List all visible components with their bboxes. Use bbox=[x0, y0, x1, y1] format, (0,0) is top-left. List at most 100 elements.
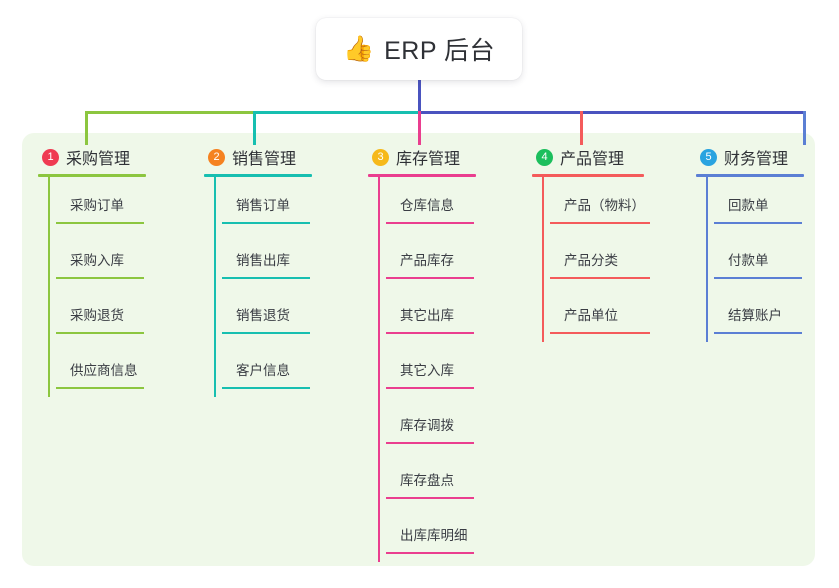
branch-item-label: 库存盘点 bbox=[400, 473, 454, 488]
branch-column-3: 3 库存管理仓库信息产品库存其它出库其它入库库存调拨库存盘点出库库明细 bbox=[368, 145, 518, 562]
branch-drop-connector-1 bbox=[85, 111, 88, 145]
branch-item-underline bbox=[386, 552, 474, 554]
branch-header-3[interactable]: 3 库存管理 bbox=[368, 145, 518, 169]
branch-title: 财务管理 bbox=[724, 151, 789, 168]
branch-title: 库存管理 bbox=[396, 151, 461, 168]
branch-item-label: 销售退货 bbox=[236, 308, 290, 323]
branch-item[interactable]: 结算账户 bbox=[714, 287, 839, 342]
branch-item[interactable]: 付款单 bbox=[714, 232, 839, 287]
branch-item[interactable]: 产品库存 bbox=[386, 232, 518, 287]
branch-item-list: 仓库信息产品库存其它出库其它入库库存调拨库存盘点出库库明细 bbox=[368, 177, 518, 562]
branch-underline bbox=[696, 174, 804, 177]
branch-item-underline bbox=[386, 442, 474, 444]
branch-item-underline bbox=[714, 222, 802, 224]
branch-item-underline bbox=[714, 277, 802, 279]
branch-item-label: 采购入库 bbox=[70, 253, 124, 268]
branch-item-underline bbox=[222, 387, 310, 389]
branch-underline bbox=[532, 174, 644, 177]
root-node-label: ERP 后台 bbox=[384, 37, 496, 65]
branch-underline bbox=[38, 174, 146, 177]
branch-item[interactable]: 销售出库 bbox=[222, 232, 354, 287]
branch-item-underline bbox=[386, 277, 474, 279]
branch-title: 销售管理 bbox=[232, 151, 297, 168]
branch-spine-connector bbox=[542, 177, 544, 342]
branch-item-label: 其它入库 bbox=[400, 363, 454, 378]
branch-number-badge: 3 bbox=[372, 148, 389, 166]
thumbs-up-icon: 👍 bbox=[342, 34, 375, 63]
branch-header-4[interactable]: 4 产品管理 bbox=[532, 145, 682, 169]
branch-item-label: 客户信息 bbox=[236, 363, 290, 378]
branch-drop-connector-3 bbox=[418, 111, 421, 145]
bus-segment-green bbox=[85, 111, 255, 114]
branch-item-underline bbox=[714, 332, 802, 334]
branch-item[interactable]: 销售订单 bbox=[222, 177, 354, 232]
branch-item[interactable]: 其它入库 bbox=[386, 342, 518, 397]
branch-item-underline bbox=[386, 222, 474, 224]
branch-item[interactable]: 销售退货 bbox=[222, 287, 354, 342]
branch-item-label: 销售出库 bbox=[236, 253, 290, 268]
branch-item-label: 仓库信息 bbox=[400, 198, 454, 213]
branch-item[interactable]: 产品单位 bbox=[550, 287, 682, 342]
branch-item-underline bbox=[550, 277, 650, 279]
branch-item-underline bbox=[222, 222, 310, 224]
branch-drop-connector-2 bbox=[253, 111, 256, 145]
branch-column-4: 4 产品管理产品（物料） 产品分类产品单位 bbox=[532, 145, 682, 342]
branch-item-label: 付款单 bbox=[728, 253, 769, 268]
diagram-background-panel bbox=[22, 133, 815, 566]
branch-column-5: 5 财务管理回款单付款单结算账户 bbox=[696, 145, 839, 342]
branch-item[interactable]: 出库库明细 bbox=[386, 507, 518, 562]
branch-column-1: 1 采购管理采购订单采购入库采购退货供应商信息 bbox=[38, 145, 188, 397]
branch-item-label: 产品（物料） bbox=[564, 198, 645, 213]
branch-item-label: 回款单 bbox=[728, 198, 769, 213]
branch-item-underline bbox=[386, 332, 474, 334]
branch-header-1[interactable]: 1 采购管理 bbox=[38, 145, 188, 169]
branch-header-5[interactable]: 5 财务管理 bbox=[696, 145, 839, 169]
branch-item[interactable]: 回款单 bbox=[714, 177, 839, 232]
branch-drop-connector-5 bbox=[803, 111, 806, 145]
branch-spine-connector bbox=[214, 177, 216, 397]
branch-number-badge: 4 bbox=[536, 148, 553, 166]
branch-item-underline bbox=[56, 222, 144, 224]
branch-underline bbox=[368, 174, 476, 177]
bus-segment-indigo bbox=[418, 111, 803, 114]
branch-item[interactable]: 产品（物料） bbox=[550, 177, 682, 232]
branch-item-list: 采购订单采购入库采购退货供应商信息 bbox=[38, 177, 188, 397]
branch-item[interactable]: 客户信息 bbox=[222, 342, 354, 397]
branch-item[interactable]: 供应商信息 bbox=[56, 342, 188, 397]
branch-title: 产品管理 bbox=[560, 151, 625, 168]
branch-item[interactable]: 采购入库 bbox=[56, 232, 188, 287]
branch-spine-connector bbox=[378, 177, 380, 562]
branch-item-label: 出库库明细 bbox=[400, 528, 468, 543]
branch-spine-connector bbox=[48, 177, 50, 397]
branch-item-label: 供应商信息 bbox=[70, 363, 138, 378]
branch-number-badge: 1 bbox=[42, 148, 59, 166]
branch-item[interactable]: 仓库信息 bbox=[386, 177, 518, 232]
branch-item-underline bbox=[386, 497, 474, 499]
branch-item-label: 销售订单 bbox=[236, 198, 290, 213]
branch-item-underline bbox=[56, 332, 144, 334]
branch-item-label: 产品分类 bbox=[564, 253, 618, 268]
branch-title: 采购管理 bbox=[66, 151, 131, 168]
branch-item[interactable]: 库存盘点 bbox=[386, 452, 518, 507]
branch-item[interactable]: 产品分类 bbox=[550, 232, 682, 287]
root-trunk-connector bbox=[418, 80, 421, 112]
branch-drop-connector-4 bbox=[580, 111, 583, 145]
branch-item-label: 库存调拨 bbox=[400, 418, 454, 433]
branch-item-label: 结算账户 bbox=[728, 308, 782, 323]
bus-segment-teal bbox=[253, 111, 420, 114]
branch-item-underline bbox=[222, 332, 310, 334]
branch-item[interactable]: 采购订单 bbox=[56, 177, 188, 232]
branch-item-list: 产品（物料） 产品分类产品单位 bbox=[532, 177, 682, 342]
branch-item[interactable]: 其它出库 bbox=[386, 287, 518, 342]
branch-item-label: 产品库存 bbox=[400, 253, 454, 268]
root-node-card[interactable]: 👍 ERP 后台 bbox=[316, 18, 522, 80]
branch-item[interactable]: 采购退货 bbox=[56, 287, 188, 342]
branch-item-underline bbox=[56, 277, 144, 279]
branch-item[interactable]: 库存调拨 bbox=[386, 397, 518, 452]
branch-item-list: 回款单付款单结算账户 bbox=[696, 177, 839, 342]
branch-number-badge: 5 bbox=[700, 148, 717, 166]
branch-item-list: 销售订单销售出库销售退货客户信息 bbox=[204, 177, 354, 397]
